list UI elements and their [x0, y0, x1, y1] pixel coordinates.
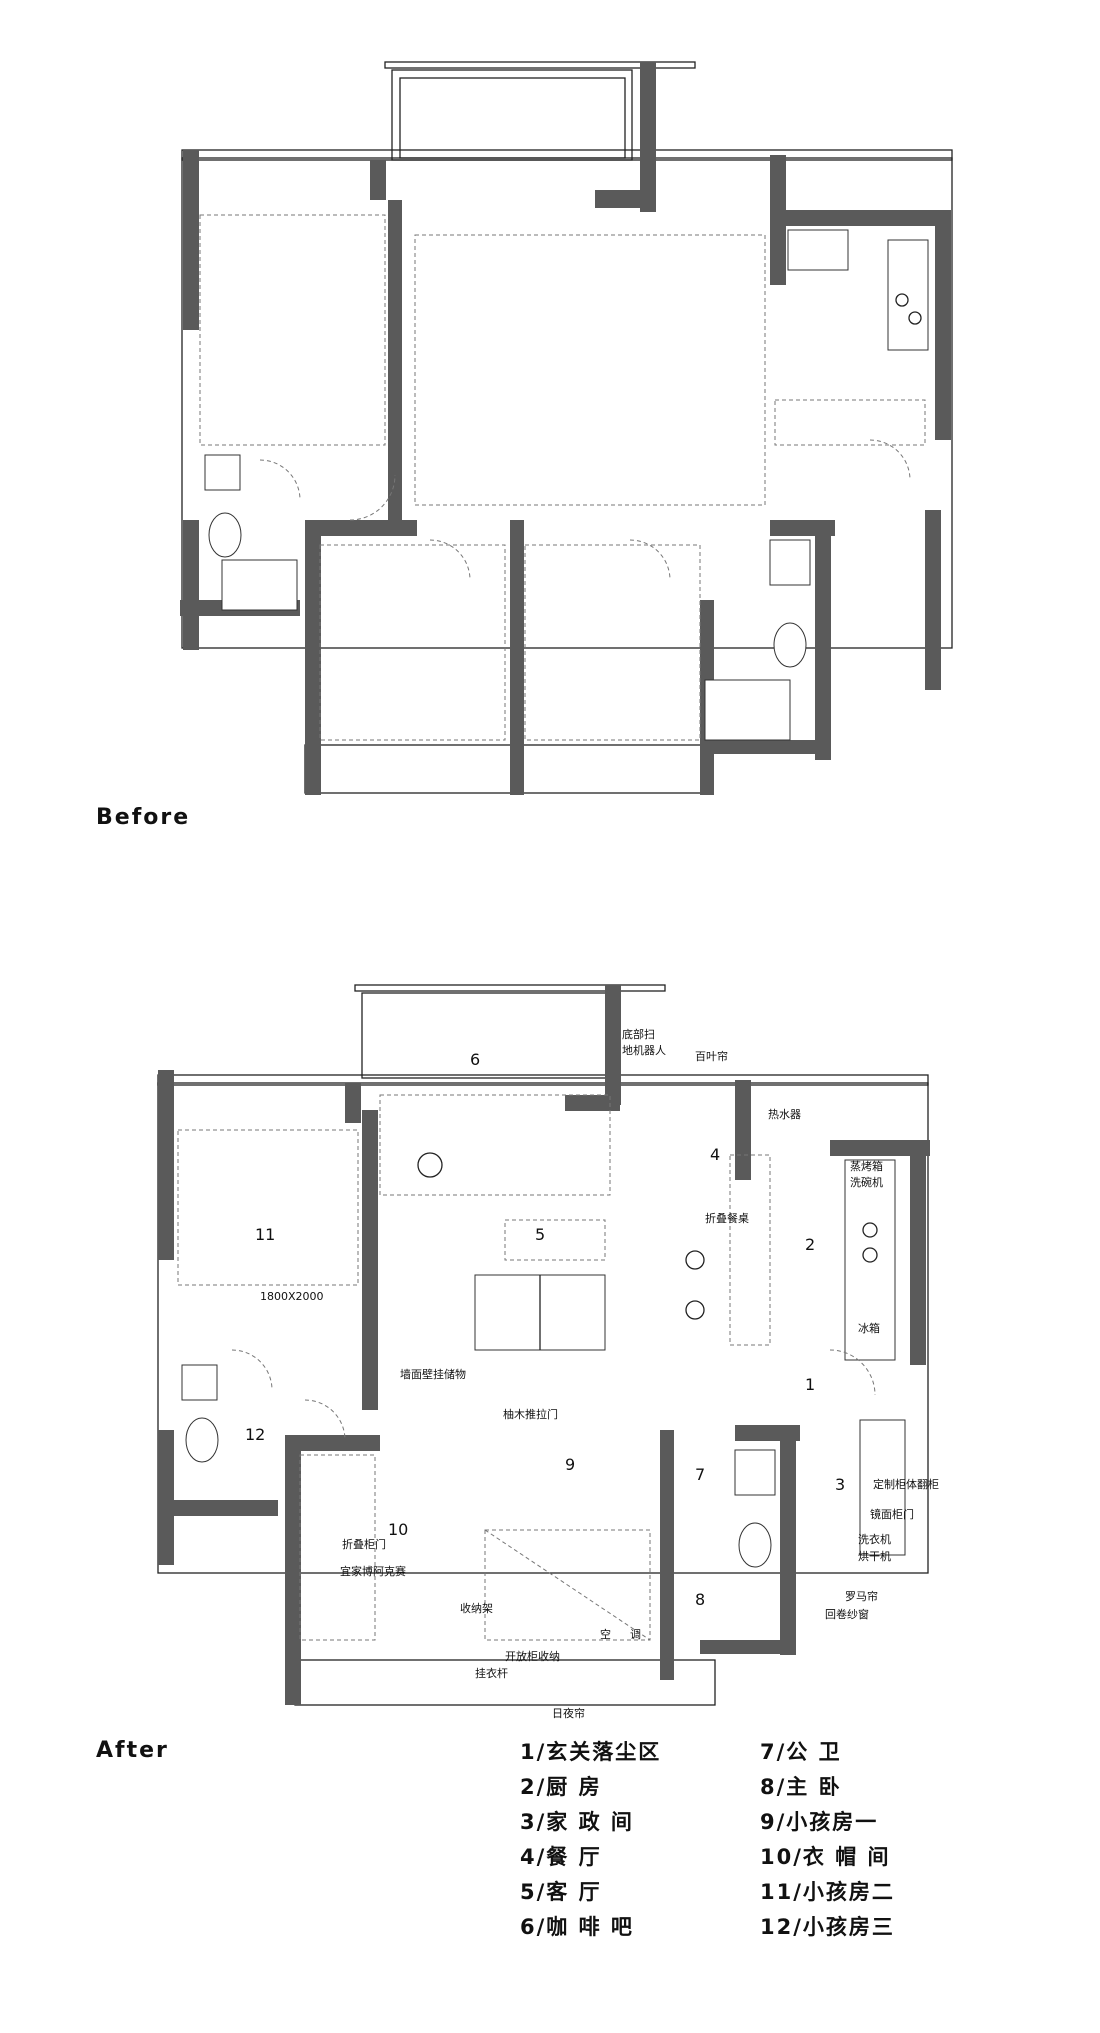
before-floor-plan [180, 61, 953, 795]
legend-item: 2/厨 房 [520, 1775, 602, 1799]
room-number-2: 2 [805, 1235, 815, 1254]
label-open-cabinet: 开放柜收纳 [505, 1649, 560, 1663]
legend-item: 8/主 卧 [760, 1775, 842, 1799]
before-interior [199, 214, 929, 741]
legend-item: 6/咖 啡 吧 [520, 1915, 634, 1939]
label-steam-oven: 蒸烤箱 [850, 1159, 883, 1173]
label-ac-left: 空 [600, 1627, 611, 1641]
legend-left: 1/玄关落尘区 2/厨 房 3/家 政 间 4/餐 厅 5/客 厅 6/咖 啡 … [520, 1735, 661, 1945]
room-number-12: 12 [245, 1425, 265, 1444]
label-bed-size: 1800X2000 [260, 1290, 324, 1303]
after-walls [158, 985, 930, 1705]
room-number-5: 5 [535, 1225, 545, 1244]
legend-item: 11/小孩房二 [760, 1880, 895, 1904]
label-day-night: 日夜帘 [552, 1706, 585, 1720]
after-floor-plan: 1 2 3 4 5 6 7 8 9 10 11 12 底部扫 地机器人 百叶帘 … [157, 984, 939, 1720]
label-clothes-rod: 挂衣杆 [475, 1666, 508, 1680]
label-blinds: 百叶帘 [695, 1049, 728, 1063]
after-room-numbers: 1 2 3 4 5 6 7 8 9 10 11 12 [245, 1050, 845, 1609]
after-interior [177, 1094, 906, 1641]
label-sliding-door: 柚木推拉门 [503, 1407, 558, 1421]
legend-right: 7/公 卫 8/主 卧 9/小孩房一 10/衣 帽 间 11/小孩房二 12/小… [760, 1735, 895, 1945]
label-roman-blind: 罗马帘 [845, 1589, 878, 1603]
legend-item: 1/玄关落尘区 [520, 1740, 662, 1764]
legend-item: 5/客 厅 [520, 1880, 602, 1904]
room-number-6: 6 [470, 1050, 480, 1069]
label-water-heater: 热水器 [768, 1108, 801, 1121]
after-annotations: 底部扫 地机器人 百叶帘 热水器 蒸烤箱 洗碗机 折叠餐桌 冰箱 墙面壁挂储物 … [260, 1027, 939, 1720]
before-caption: Before [96, 805, 191, 830]
label-custom-cabinet: 定制柜体翻柜 [873, 1477, 939, 1491]
label-dryer: 烘干机 [858, 1549, 891, 1563]
label-folding-door: 折叠柜门 [342, 1537, 386, 1551]
legend-item: 9/小孩房一 [760, 1810, 879, 1834]
label-dishwasher: 洗碗机 [850, 1175, 883, 1189]
before-walls [180, 62, 951, 795]
room-number-1: 1 [805, 1375, 815, 1394]
legend-item: 12/小孩房三 [760, 1915, 895, 1939]
after-caption: After [96, 1738, 169, 1763]
label-ikea: 宜家博阿克赛 [340, 1564, 406, 1578]
label-storage-rack: 收纳架 [460, 1601, 493, 1615]
label-wall-storage: 墙面壁挂储物 [400, 1367, 466, 1381]
legend-item: 4/餐 厅 [520, 1845, 602, 1869]
room-number-9: 9 [565, 1455, 575, 1474]
label-sweeper-2: 地机器人 [622, 1043, 666, 1057]
label-fridge: 冰箱 [858, 1321, 880, 1335]
label-roller-window: 回卷纱窗 [825, 1607, 869, 1621]
room-number-10: 10 [388, 1520, 408, 1539]
room-number-8: 8 [695, 1590, 705, 1609]
before-outline [181, 61, 953, 794]
room-number-11: 11 [255, 1225, 275, 1244]
label-folding-table: 折叠餐桌 [705, 1211, 749, 1225]
room-number-3: 3 [835, 1475, 845, 1494]
room-number-4: 4 [710, 1145, 720, 1164]
label-sweeper: 底部扫 [622, 1027, 655, 1041]
legend-item: 3/家 政 间 [520, 1810, 634, 1834]
label-ac-right: 调 [630, 1628, 641, 1641]
room-number-7: 7 [695, 1465, 705, 1484]
legend-item: 7/公 卫 [760, 1740, 842, 1764]
label-washer: 洗衣机 [858, 1532, 891, 1546]
label-mirror-cabinet: 镜面柜门 [870, 1507, 914, 1521]
legend-item: 10/衣 帽 间 [760, 1845, 891, 1869]
